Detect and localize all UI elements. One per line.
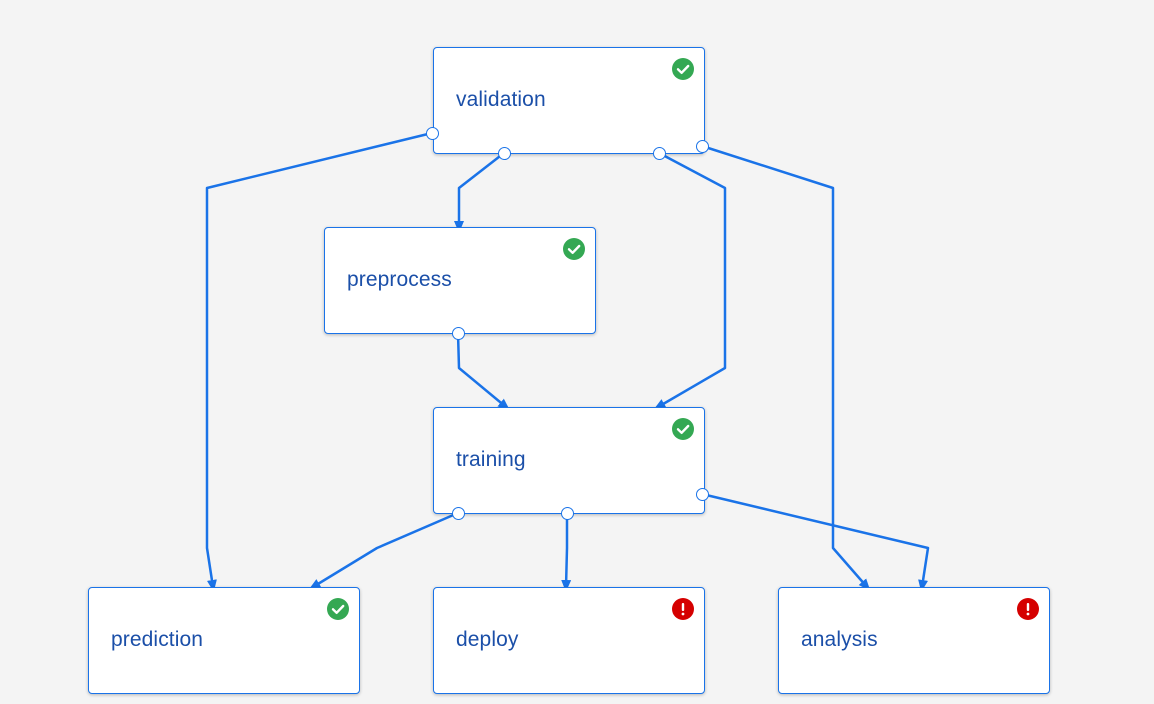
output-port-validation[interactable] (652, 146, 666, 160)
node-label-validation: validation (456, 88, 546, 111)
error-circle-icon (672, 598, 694, 620)
node-label-training: training (456, 448, 526, 471)
edge-validation-to-analysis (701, 144, 871, 591)
output-port-preprocess[interactable] (451, 326, 465, 340)
node-deploy[interactable]: deploy (433, 587, 705, 694)
edge-validation-to-preprocess (454, 152, 505, 233)
edge-validation-to-training (653, 151, 727, 410)
edge-preprocess-to-training (456, 332, 510, 411)
node-validation[interactable]: validation (433, 47, 705, 154)
check-circle-icon (672, 58, 694, 80)
output-port-training[interactable] (560, 506, 574, 520)
node-label-prediction: prediction (111, 628, 204, 651)
edge-training-to-prediction (308, 511, 459, 590)
edge-training-to-deploy (561, 513, 572, 592)
node-prediction[interactable]: prediction (88, 587, 360, 694)
output-port-training[interactable] (451, 506, 465, 520)
output-port-training[interactable] (695, 487, 709, 501)
edge-validation-to-prediction (205, 131, 433, 592)
output-port-validation[interactable] (425, 126, 439, 140)
node-training[interactable]: training (433, 407, 705, 514)
error-circle-icon (1017, 598, 1039, 620)
output-port-validation[interactable] (695, 139, 709, 153)
node-preprocess[interactable]: preprocess (324, 227, 596, 334)
node-label-preprocess: preprocess (347, 268, 452, 291)
check-circle-icon (672, 418, 694, 440)
output-port-validation[interactable] (497, 146, 511, 160)
check-circle-icon (563, 238, 585, 260)
edge-training-to-analysis (701, 492, 930, 592)
node-analysis[interactable]: analysis (778, 587, 1050, 694)
check-circle-icon (327, 598, 349, 620)
node-label-analysis: analysis (801, 628, 878, 651)
node-label-deploy: deploy (456, 628, 519, 651)
